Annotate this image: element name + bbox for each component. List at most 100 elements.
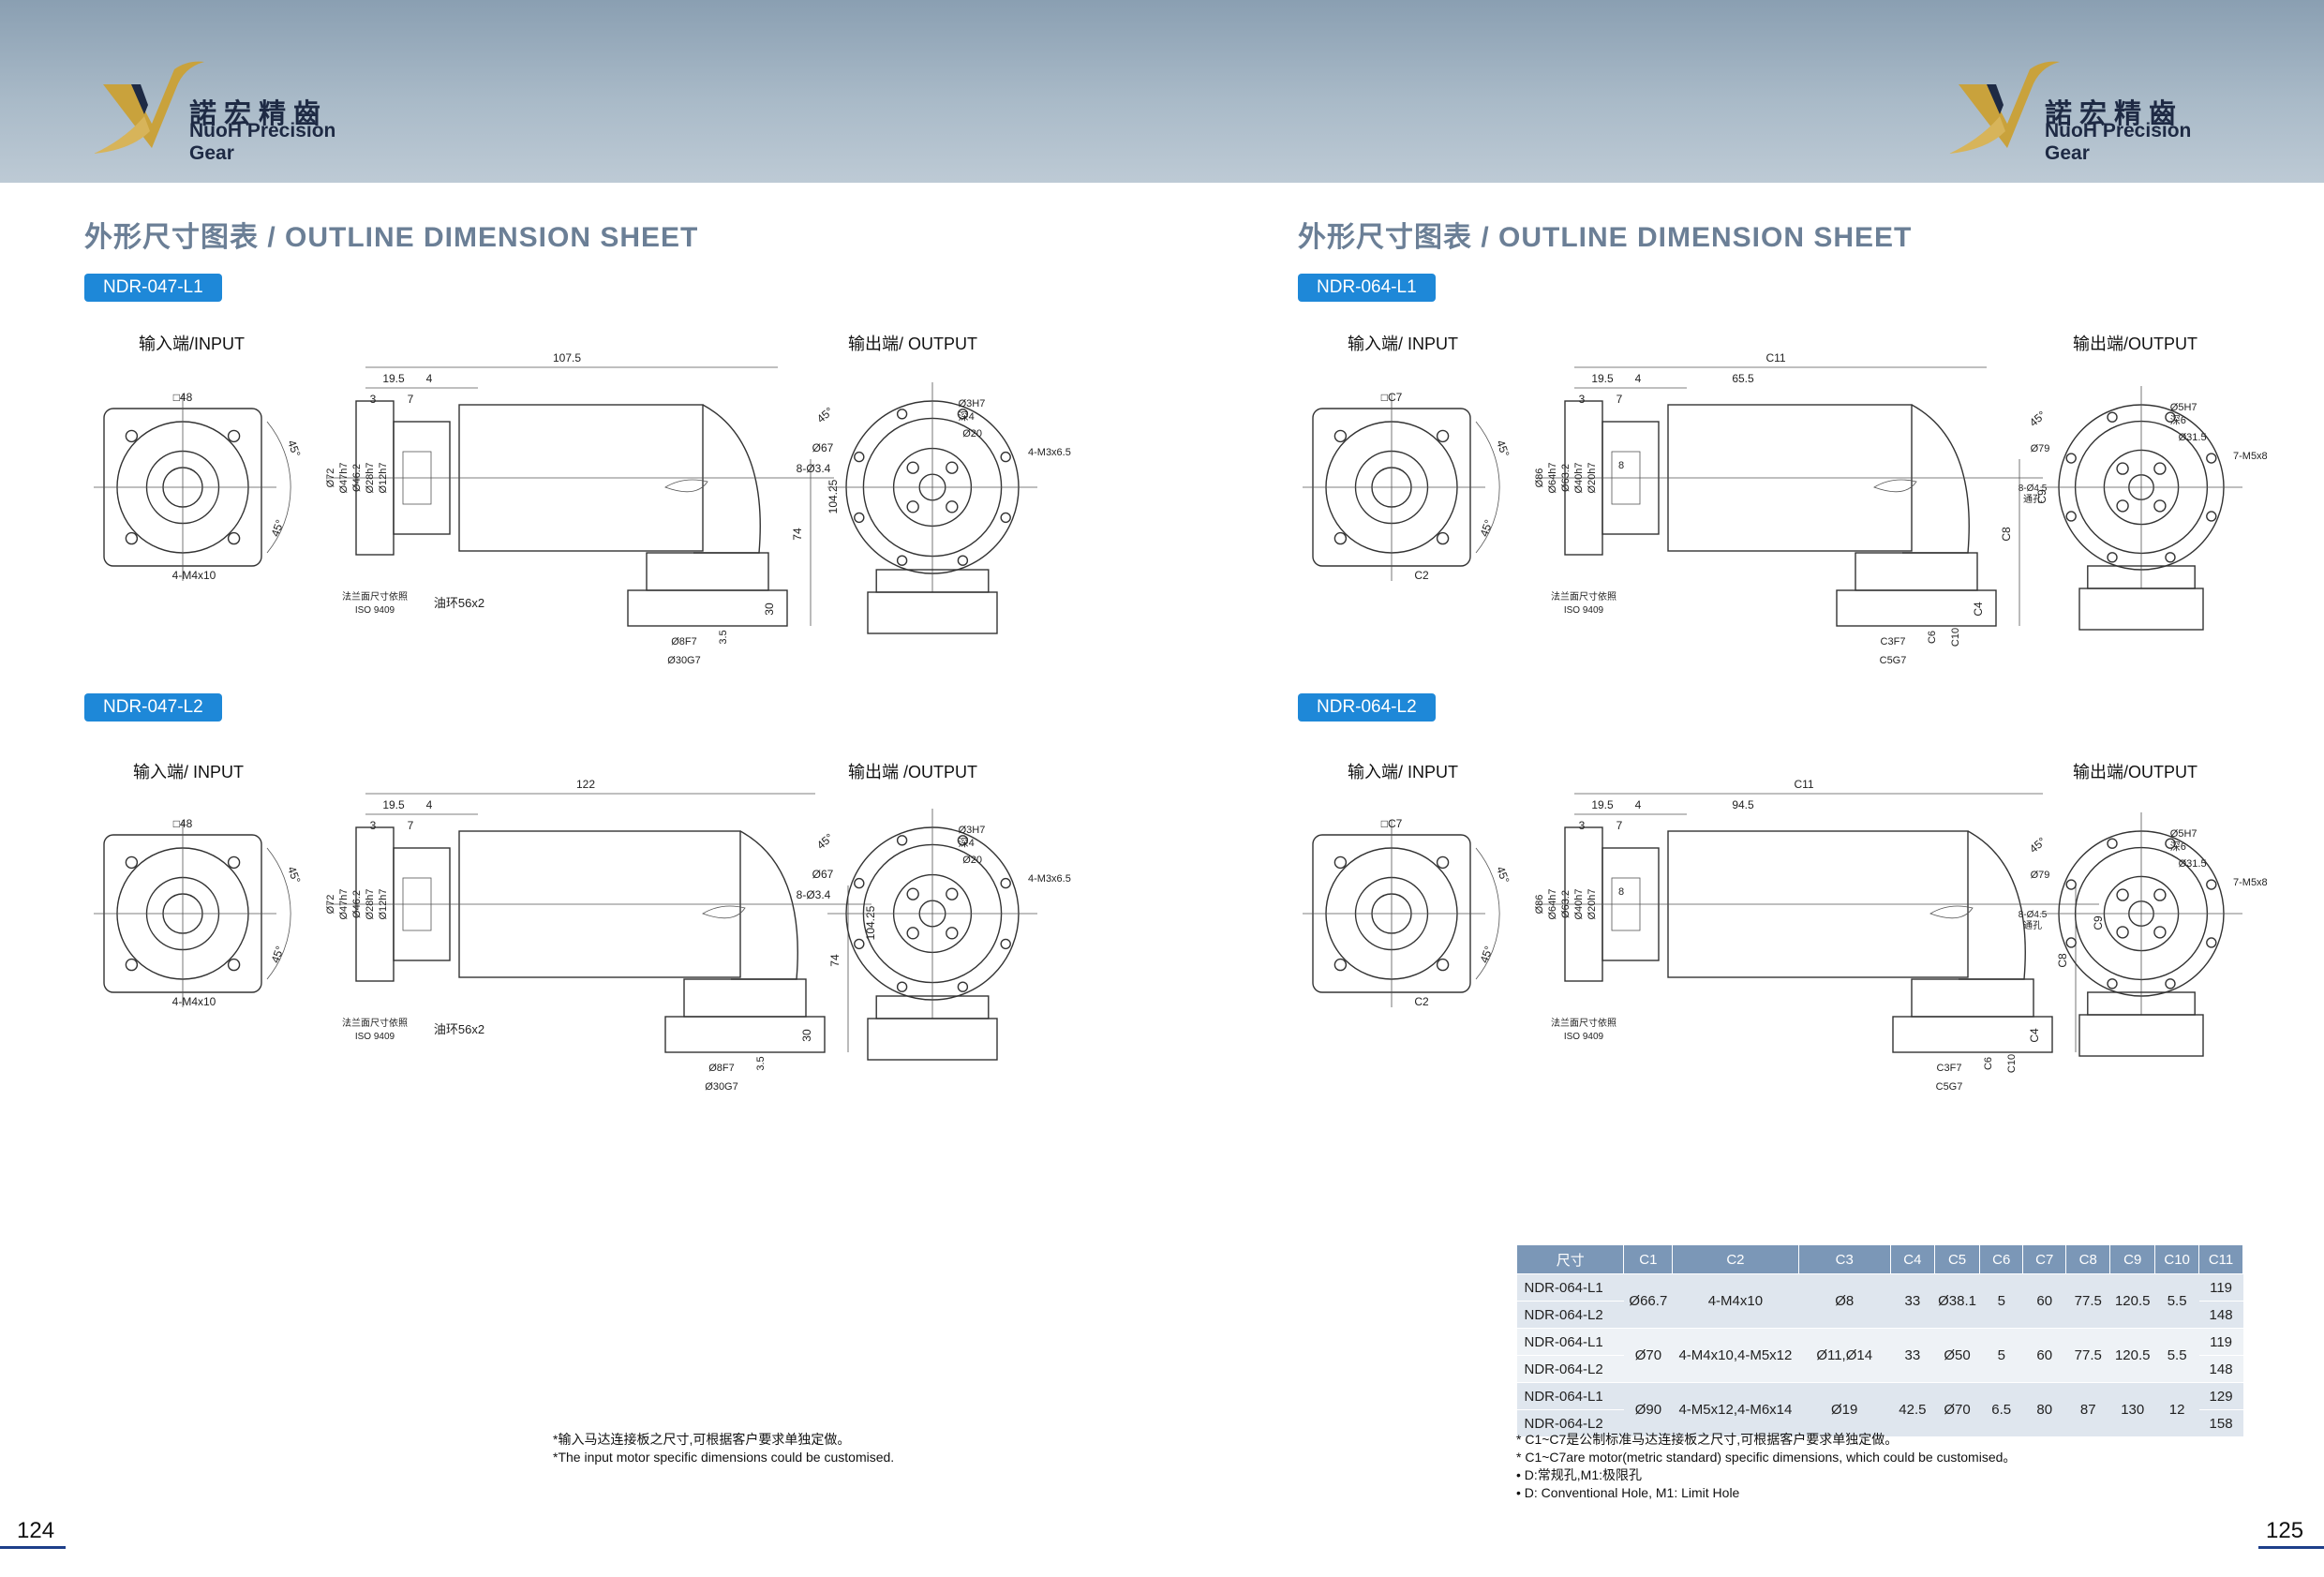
- dimension-label: Ø72: [325, 895, 336, 915]
- table-cell: Ø90: [1623, 1382, 1673, 1437]
- elbow-housing: [693, 404, 761, 554]
- page-header: [0, 0, 2324, 183]
- housing-slot: [1873, 479, 1917, 493]
- table-cell: NDR-064-L2: [1516, 1355, 1624, 1383]
- thread-hole: [2153, 926, 2167, 939]
- bolt-hole: [227, 531, 241, 545]
- mount-hole: [854, 877, 865, 889]
- dimension-label: 7-M5x8: [2233, 451, 2268, 462]
- dimension-label: C8: [2056, 953, 2069, 968]
- output-base: [867, 591, 998, 634]
- table-cell: 60: [2022, 1273, 2066, 1329]
- table-cell: 12: [2154, 1382, 2199, 1437]
- output-label: 输出端 /OUTPUT: [848, 763, 977, 781]
- dimension-label: 19.5: [1591, 798, 1614, 811]
- dimension-label: 45°: [1494, 865, 1512, 885]
- page-number-right: 125: [2266, 1518, 2304, 1543]
- bolt-hole: [1436, 855, 1450, 870]
- mount-hole: [854, 938, 865, 950]
- mount-hole: [957, 555, 969, 566]
- dimension-label: Ø30G7: [705, 1081, 737, 1093]
- dimension-label: Ø3H7: [959, 398, 986, 409]
- table-cell: 120.5: [2109, 1273, 2155, 1329]
- table-cell: Ø38.1: [1934, 1273, 1980, 1329]
- dimension-label: 45°: [1478, 518, 1496, 539]
- table-header: C4: [1889, 1244, 1935, 1274]
- elbow-housing: [731, 830, 798, 980]
- dimension-label: Ø8F7: [671, 636, 697, 647]
- dimension-label: Ø46.2: [351, 464, 363, 492]
- note-en: *The input motor specific dimensions cou…: [553, 1450, 895, 1465]
- dimension-label: 油环56x2: [434, 1022, 484, 1036]
- dimension-label: □C7: [1381, 817, 1403, 830]
- sheet-title-right: 外形尺寸图表 / OUTLINE DIMENSION SHEET: [1298, 222, 1913, 253]
- table-header: C7: [2022, 1244, 2067, 1274]
- dimension-label: 45°: [2027, 409, 2048, 430]
- input-label: 输入端/ INPUT: [133, 763, 245, 781]
- table-cell: Ø11,Ø14: [1798, 1328, 1891, 1383]
- angle-arc: [266, 421, 291, 554]
- logo-left: 諾宏精齒 NuoH Precision Gear: [94, 56, 375, 169]
- mount-hole: [2206, 511, 2217, 522]
- logo-en-text: NuoH Precision Gear: [189, 120, 336, 164]
- dimension-label: Ø67: [812, 441, 834, 454]
- dimension-label: □C7: [1381, 391, 1403, 404]
- dimension-label: □48: [173, 817, 193, 830]
- mount-hole: [2065, 511, 2077, 522]
- table-cell: 5.5: [2154, 1273, 2199, 1329]
- dimension-label: C10: [1950, 628, 1961, 647]
- mount-hole: [896, 835, 908, 846]
- dimension-label: 107.5: [553, 351, 581, 364]
- mount-hole: [2107, 411, 2118, 423]
- dimension-label: Ø31.5: [2179, 858, 2207, 870]
- table-cell: 4-M4x10,4-M5x12: [1672, 1328, 1799, 1383]
- bolt-hole: [125, 429, 139, 443]
- table-cell: Ø70: [1623, 1328, 1673, 1383]
- mount-hole: [896, 555, 908, 566]
- angle-arc: [1475, 421, 1500, 554]
- thread-hole: [2116, 926, 2129, 939]
- dimension-label: 45°: [814, 405, 836, 426]
- table-cell: 5: [1979, 1273, 2023, 1329]
- dimension-label: 7: [1616, 819, 1623, 832]
- thread-hole: [2153, 499, 2167, 513]
- dimension-label: 7: [1616, 393, 1623, 406]
- input-label: 输入端/ INPUT: [1348, 763, 1459, 781]
- dimension-label: 122: [576, 778, 595, 791]
- angle-arc: [266, 847, 291, 980]
- dimension-label: Ø63.2: [1560, 890, 1572, 918]
- table-cell: 80: [2022, 1382, 2066, 1437]
- dimension-label: Ø28h7: [365, 888, 376, 919]
- logo-mark-icon: [1949, 61, 2060, 154]
- dimension-label: 30: [763, 603, 776, 616]
- note-line: * C1~C7are motor(metric standard) specif…: [1516, 1450, 2017, 1465]
- dimension-label: C9: [2035, 489, 2048, 504]
- dimension-label: 法兰面尺寸依照: [342, 1017, 408, 1029]
- dimension-label: 油环56x2: [434, 596, 484, 610]
- sheet-title-left: 外形尺寸图表 / OUTLINE DIMENSION SHEET: [84, 222, 699, 253]
- page-number-left: 124: [17, 1518, 55, 1543]
- dimension-label: Ø12h7: [378, 888, 389, 919]
- mount-hole: [1000, 451, 1011, 463]
- table-cell: 33: [1890, 1273, 1935, 1329]
- dimension-label: 104.25: [864, 905, 877, 940]
- mount-hole: [957, 409, 969, 420]
- table-cell: 119: [2198, 1273, 2243, 1302]
- note-left: *输入马达连接板之尺寸,可根据客户要求单独定做。 *The input moto…: [553, 1431, 894, 1466]
- table-row: NDR-064-L1 Ø66.7 4-M4x10 Ø8 33 Ø38.1 5 6…: [1516, 1273, 2243, 1329]
- table-cell: Ø50: [1934, 1328, 1980, 1383]
- thread-hole: [2153, 888, 2167, 901]
- mount-hole: [2165, 411, 2176, 423]
- dimension-label: ISO 9409: [355, 605, 395, 616]
- thread-hole: [946, 887, 959, 900]
- table-cell: NDR-064-L1: [1516, 1382, 1624, 1410]
- table-header: C6: [1979, 1244, 2024, 1274]
- table-header: C9: [2109, 1244, 2156, 1274]
- mount-hole: [2206, 937, 2217, 948]
- dimension-label: Ø28h7: [365, 462, 376, 493]
- dimension-label: 7: [408, 819, 414, 832]
- bolt-hole: [125, 531, 139, 545]
- model-tag-ndr-064-l1: NDR-064-L1: [1298, 274, 1436, 302]
- dimension-label: 深4: [959, 410, 975, 423]
- housing-slot: [1929, 905, 1974, 919]
